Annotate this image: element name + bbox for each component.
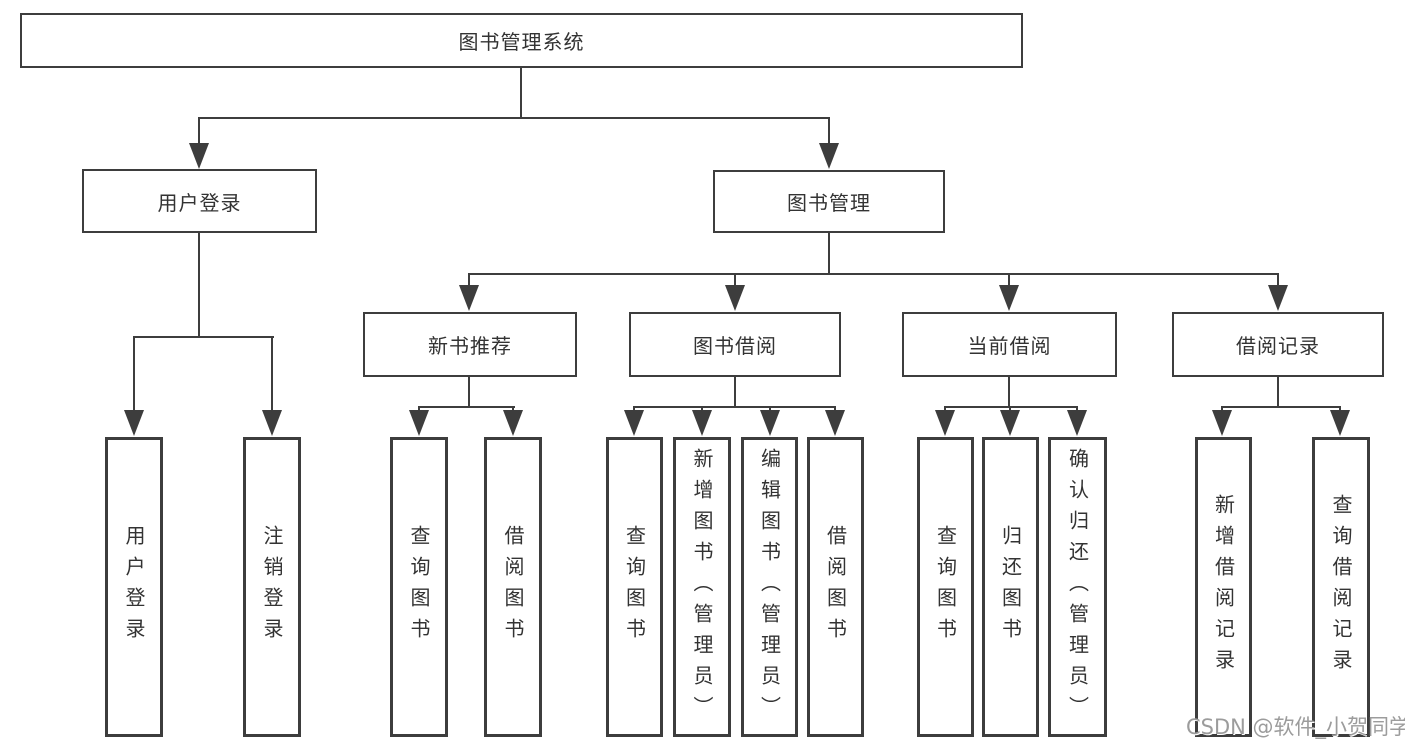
node-book-management-label: 图书管理 — [787, 191, 871, 215]
node-book-management: 图书管理 — [713, 170, 945, 233]
arrow-down-icon — [459, 285, 479, 311]
leaf-add-borrow-record-label: 新增借阅记录 — [1211, 494, 1236, 680]
connector-vline — [271, 336, 273, 412]
leaf-edit-books-admin-label: 编辑图书（管理员） — [757, 447, 782, 727]
connector-vline — [734, 273, 736, 287]
node-root: 图书管理系统 — [20, 13, 1023, 68]
leaf-borrow-books-borrow: 借阅图书 — [807, 437, 864, 737]
leaf-edit-books-admin: 编辑图书（管理员） — [741, 437, 798, 737]
connector-hline — [944, 406, 1078, 408]
leaf-logout-login-label: 注销登录 — [260, 525, 284, 649]
arrow-down-icon — [409, 410, 429, 436]
leaf-query-books-recommend: 查询图书 — [390, 437, 448, 737]
leaf-logout-login: 注销登录 — [243, 437, 301, 737]
arrow-down-icon — [1067, 410, 1087, 436]
arrow-down-icon — [760, 410, 780, 436]
leaf-query-books-current: 查询图书 — [917, 437, 974, 737]
arrow-down-icon — [725, 285, 745, 311]
arrow-down-icon — [1330, 410, 1350, 436]
node-borrow-records-label: 借阅记录 — [1236, 334, 1320, 358]
leaf-borrow-books-borrow-label: 借阅图书 — [823, 525, 848, 649]
connector-vline — [1008, 273, 1010, 287]
connector-hline — [468, 273, 1279, 275]
node-user-login-label: 用户登录 — [157, 190, 242, 215]
leaf-return-books-label: 归还图书 — [998, 525, 1023, 649]
csdn-watermark: CSDN @软件_小贺同学 — [1186, 715, 1405, 739]
leaf-user-login: 用户登录 — [105, 437, 163, 737]
arrow-down-icon — [819, 143, 839, 169]
connector-hline — [418, 406, 515, 408]
arrow-down-icon — [825, 410, 845, 436]
leaf-query-books-current-label: 查询图书 — [933, 525, 958, 649]
arrow-down-icon — [262, 410, 282, 436]
node-new-book-recommend: 新书推荐 — [363, 312, 577, 377]
connector-vline — [1008, 377, 1010, 407]
arrow-down-icon — [124, 410, 144, 436]
node-book-borrow: 图书借阅 — [629, 312, 841, 377]
arrow-down-icon — [692, 410, 712, 436]
leaf-return-books: 归还图书 — [982, 437, 1039, 737]
connector-vline — [828, 117, 830, 144]
arrow-down-icon — [503, 410, 523, 436]
node-root-label: 图书管理系统 — [458, 30, 585, 54]
leaf-query-borrow-record: 查询借阅记录 — [1312, 437, 1370, 737]
node-current-borrow-label: 当前借阅 — [967, 334, 1052, 358]
arrow-down-icon — [935, 410, 955, 436]
leaf-query-books-recommend-label: 查询图书 — [407, 525, 431, 649]
leaf-borrow-books-recommend: 借阅图书 — [484, 437, 542, 737]
leaf-add-borrow-record: 新增借阅记录 — [1195, 437, 1252, 737]
leaf-borrow-books-recommend-label: 借阅图书 — [501, 525, 525, 649]
connector-hline — [1221, 406, 1341, 408]
arrow-down-icon — [1212, 410, 1232, 436]
node-current-borrow: 当前借阅 — [902, 312, 1117, 377]
arrow-down-icon — [1000, 410, 1020, 436]
arrow-down-icon — [999, 285, 1019, 311]
connector-vline — [734, 377, 736, 407]
connector-vline — [1277, 273, 1279, 287]
node-new-book-recommend-label: 新书推荐 — [428, 334, 512, 358]
leaf-confirm-return-admin-label: 确认归还（管理员） — [1065, 447, 1090, 727]
leaf-query-borrow-record-label: 查询借阅记录 — [1329, 494, 1353, 680]
connector-vline — [520, 68, 522, 117]
connector-vline — [828, 233, 830, 273]
leaf-query-books-borrow-label: 查询图书 — [622, 525, 647, 649]
connector-vline — [468, 377, 470, 407]
connector-vline — [198, 117, 200, 144]
connector-vline — [133, 336, 135, 412]
connector-vline — [1277, 377, 1279, 407]
connector-hline — [133, 336, 274, 338]
connector-vline — [468, 273, 470, 287]
node-borrow-records: 借阅记录 — [1172, 312, 1384, 377]
leaf-query-books-borrow: 查询图书 — [606, 437, 663, 737]
arrow-down-icon — [1268, 285, 1288, 311]
node-user-login: 用户登录 — [82, 169, 317, 233]
leaf-add-books-admin: 新增图书（管理员） — [673, 437, 731, 737]
arrow-down-icon — [624, 410, 644, 436]
leaf-confirm-return-admin: 确认归还（管理员） — [1048, 437, 1107, 737]
arrow-down-icon — [189, 143, 209, 169]
leaf-add-books-admin-label: 新增图书（管理员） — [690, 447, 714, 727]
connector-vline — [198, 233, 200, 336]
connector-hline — [633, 406, 836, 408]
connector-hline — [198, 117, 830, 119]
node-book-borrow-label: 图书借阅 — [693, 334, 777, 358]
leaf-user-login-label: 用户登录 — [122, 525, 146, 649]
